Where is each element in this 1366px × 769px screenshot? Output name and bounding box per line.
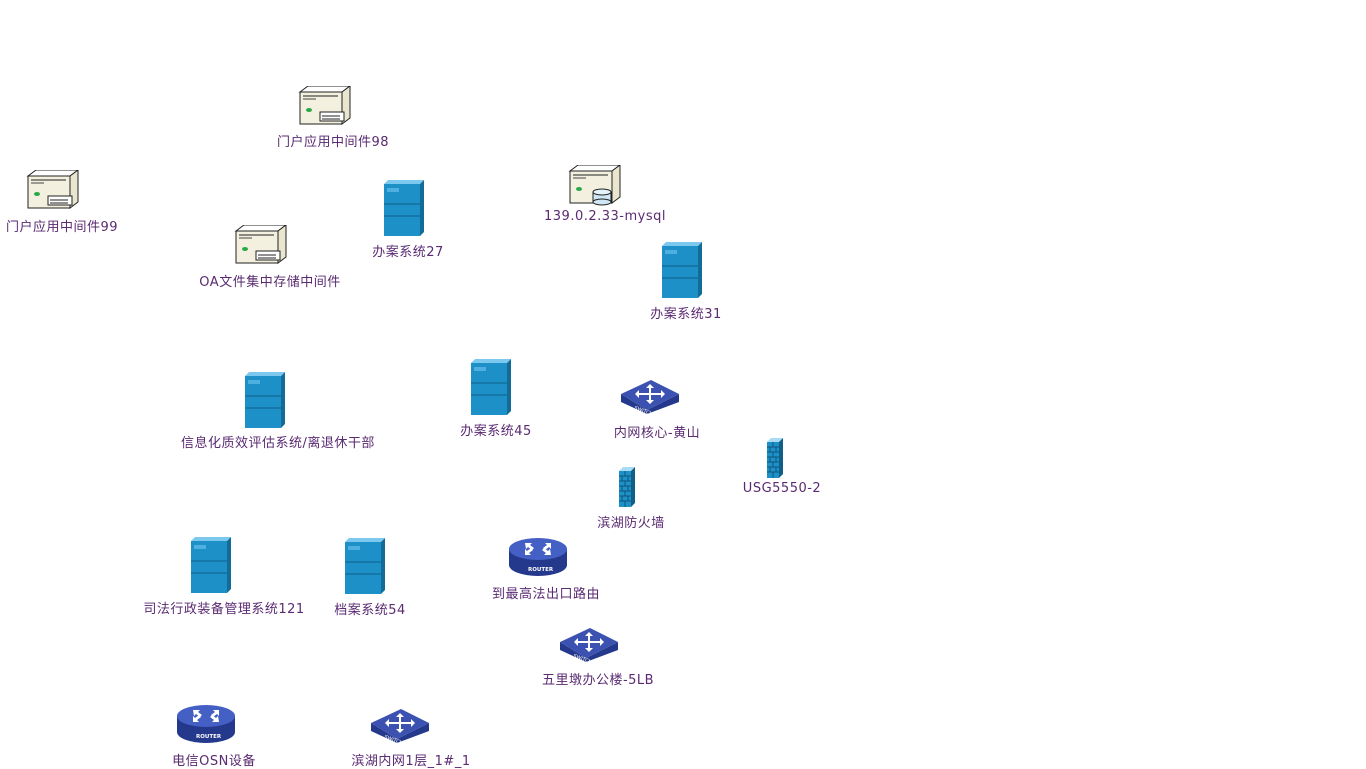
node-label: 到最高法出口路由 — [491, 587, 601, 602]
node-label: 内网核心-黄山 — [613, 426, 701, 441]
node-label: 办案系统27 — [372, 245, 444, 260]
switch-icon — [560, 624, 618, 662]
node-label: 滨湖内网1层_1#_1 — [351, 754, 471, 769]
router-icon — [177, 704, 235, 744]
storage-server-icon — [230, 225, 288, 267]
switch-icon — [621, 376, 679, 414]
node-label: 司法行政装备管理系统121 — [143, 602, 305, 617]
node-label: USG5550-2 — [742, 481, 822, 496]
switch-icon — [371, 705, 429, 743]
server-tower-icon — [191, 537, 231, 593]
node-label: 信息化质效评估系统/离退休干部 — [181, 436, 375, 451]
node-label: 滨湖防火墙 — [597, 516, 665, 531]
server-tower-icon — [662, 242, 702, 298]
server-tower-icon — [245, 372, 285, 428]
storage-server-icon — [294, 86, 352, 128]
firewall-icon — [767, 438, 783, 478]
server-tower-icon — [384, 180, 424, 236]
server-tower-icon — [471, 359, 511, 415]
node-label: 五里墩办公楼-5LB — [541, 673, 655, 688]
node-label: 139.0.2.33-mysql — [544, 209, 666, 224]
storage-server-icon — [22, 170, 80, 212]
firewall-icon — [619, 467, 635, 507]
node-label: 门户应用中间件98 — [276, 135, 390, 150]
node-label: 电信OSN设备 — [172, 754, 256, 769]
node-label: 办案系统31 — [650, 307, 722, 322]
database-server-icon — [564, 165, 622, 207]
node-label: 档案系统54 — [334, 603, 406, 618]
router-icon — [509, 537, 567, 577]
node-label: 办案系统45 — [460, 424, 532, 439]
node-label: OA文件集中存储中间件 — [199, 275, 341, 290]
node-label: 门户应用中间件99 — [5, 220, 119, 235]
server-tower-icon — [345, 538, 385, 594]
